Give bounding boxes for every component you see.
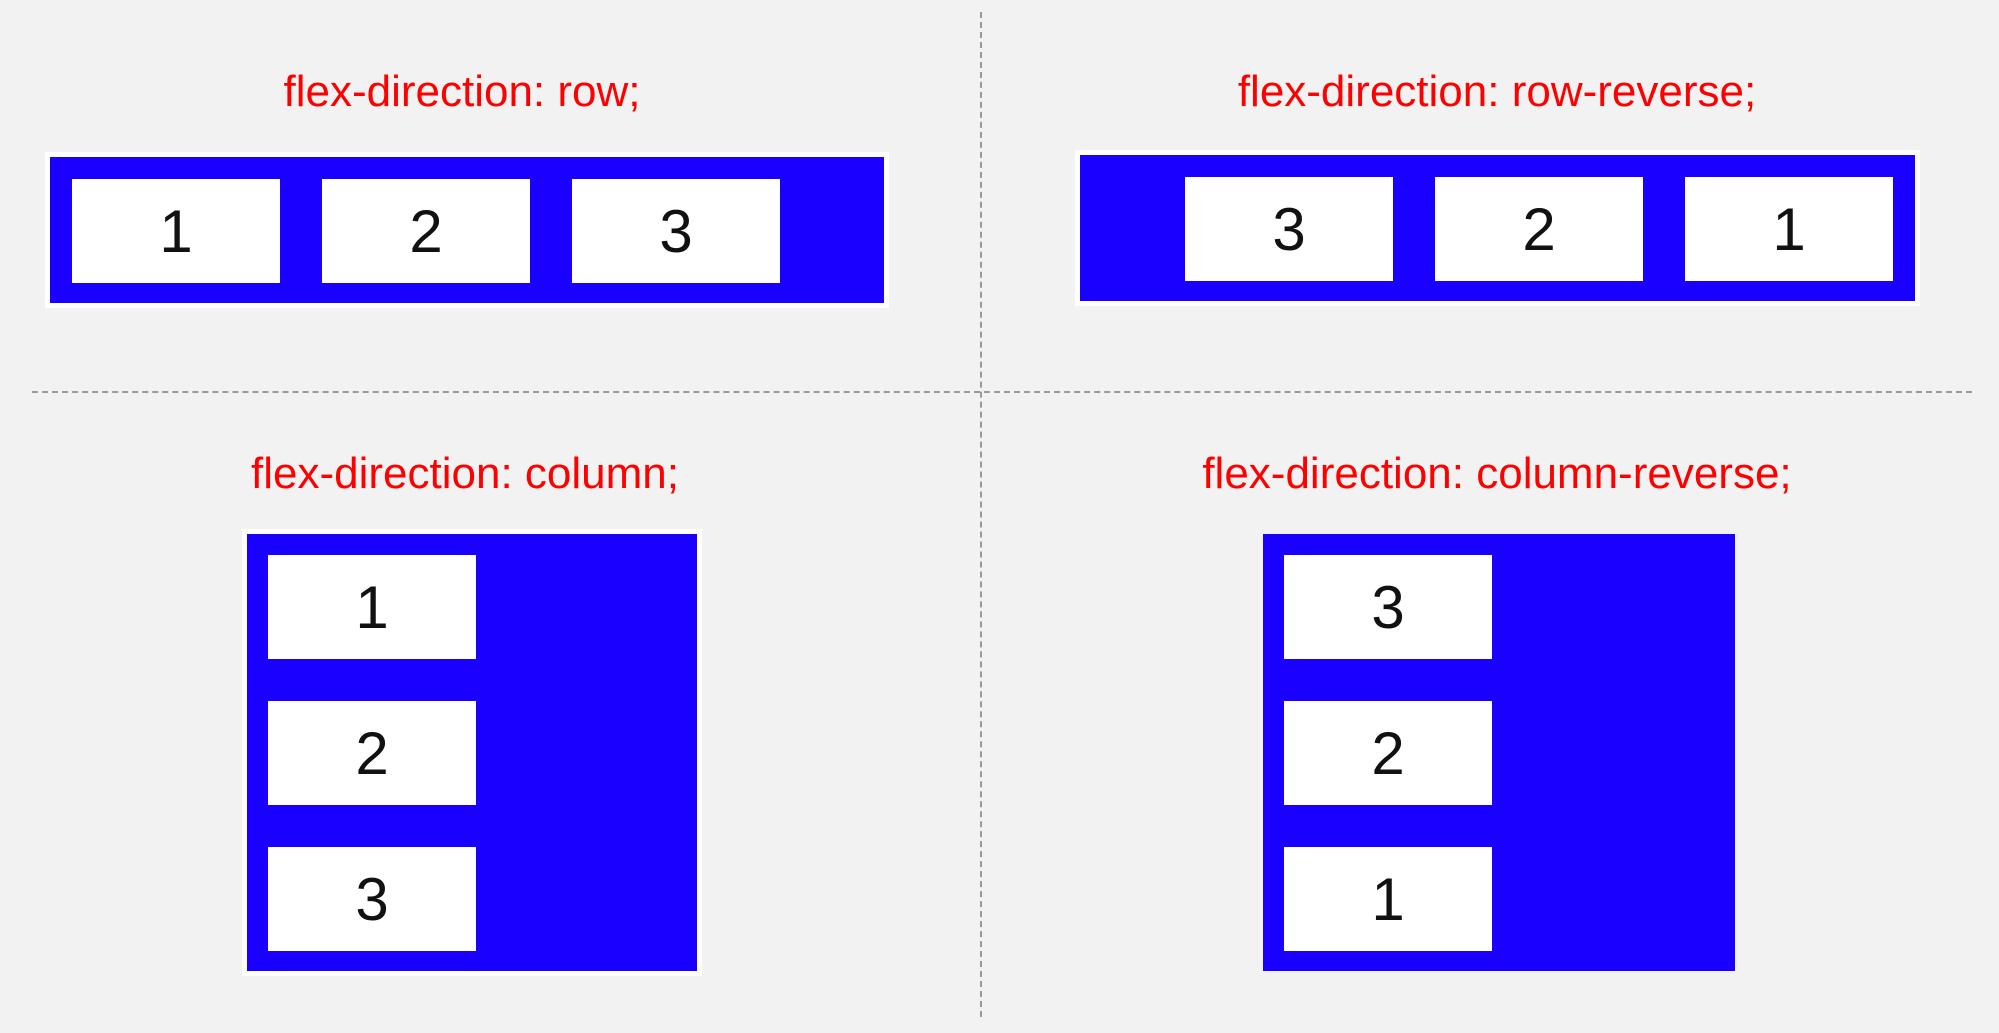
- row-reverse-item-3: 1: [1685, 177, 1893, 281]
- vertical-divider: [980, 12, 982, 1017]
- column-reverse-item-1: 3: [1284, 555, 1492, 659]
- column-item-2: 2: [268, 701, 476, 805]
- row-reverse-container: 3 2 1: [1080, 155, 1915, 301]
- column-reverse-container: 3 2 1: [1263, 534, 1735, 971]
- column-reverse-item-2: 2: [1284, 701, 1492, 805]
- row-reverse-item-1: 3: [1185, 177, 1393, 281]
- row-item-3: 3: [572, 179, 780, 283]
- column-container: 1 2 3: [247, 534, 697, 971]
- column-item-3: 3: [268, 847, 476, 951]
- column-reverse-item-3: 1: [1284, 847, 1492, 951]
- row-reverse-item-2: 2: [1435, 177, 1643, 281]
- column-title: flex-direction: column;: [251, 449, 679, 498]
- column-item-1: 1: [268, 555, 476, 659]
- row-reverse-title: flex-direction: row-reverse;: [1237, 67, 1757, 116]
- column-reverse-title: flex-direction: column-reverse;: [1202, 449, 1792, 498]
- row-container: 1 2 3: [50, 157, 884, 303]
- horizontal-divider: [32, 391, 1972, 393]
- row-item-2: 2: [322, 179, 530, 283]
- row-item-1: 1: [72, 179, 280, 283]
- row-title: flex-direction: row;: [283, 67, 641, 116]
